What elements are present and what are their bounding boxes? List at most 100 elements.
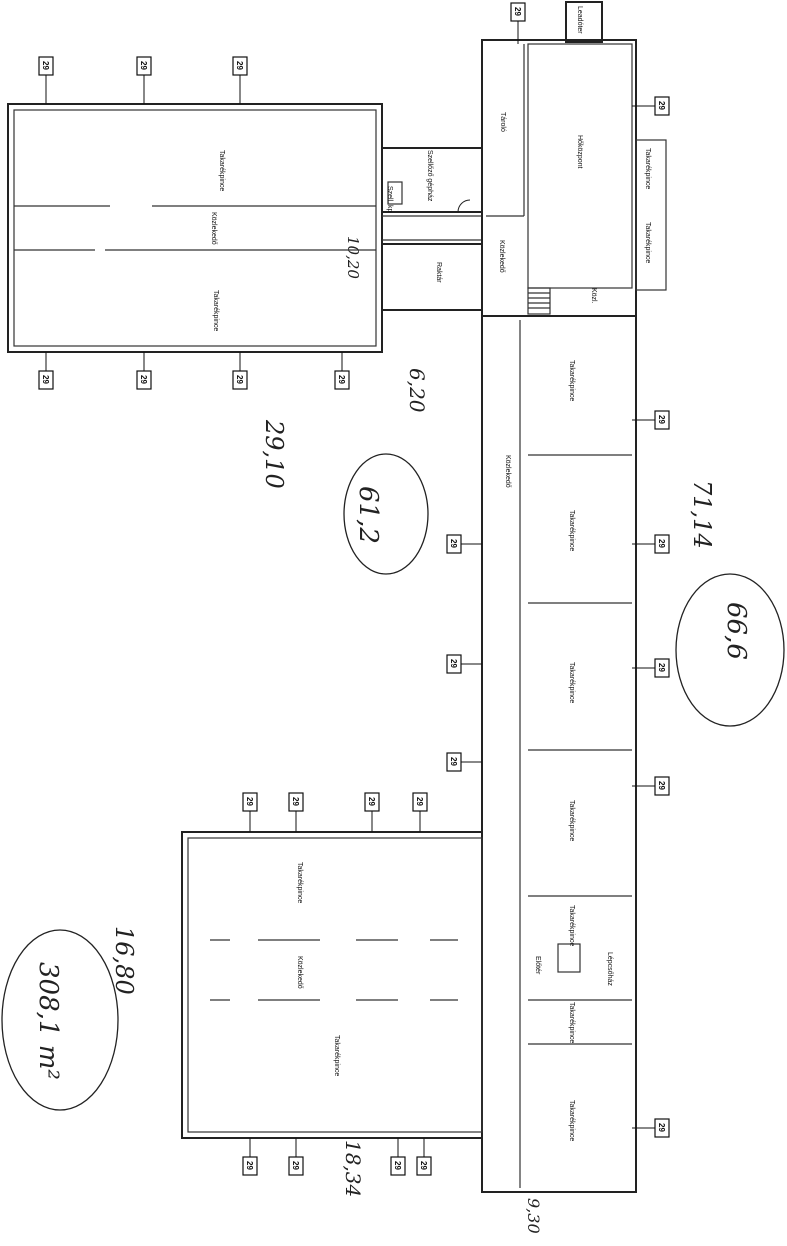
handwritten-note: 29,10 (260, 419, 288, 489)
room-label: Takarékpince (296, 862, 303, 903)
tag-box (510, 2, 526, 22)
tag-box (654, 534, 670, 554)
tag-box (654, 776, 670, 796)
handwritten-note: 66,6 (721, 602, 751, 660)
tag-number: 29 (419, 1161, 428, 1170)
tag-box (136, 370, 152, 390)
tag-number: 29 (291, 1161, 300, 1170)
tag-number: 29 (449, 757, 458, 766)
room-label: Takarékpince (568, 1002, 575, 1043)
room-label: Hőközpont (576, 135, 583, 169)
handwritten-note: 71,14 (688, 480, 716, 549)
handwritten-note: 61,2 (353, 486, 383, 544)
room-label: Közlekedő (498, 240, 505, 273)
circle-mark (1, 929, 119, 1111)
tag-number: 29 (449, 659, 458, 668)
handwritten-note: 18,34 (341, 1140, 365, 1197)
room-label: Leadóter (576, 6, 583, 34)
room-label: Takarékpince (568, 800, 575, 841)
tag-number: 29 (139, 375, 148, 384)
tag-box (412, 792, 428, 812)
room-label: Takarékpince (568, 360, 575, 401)
tag-box (654, 410, 670, 430)
room-label: Takarékpince (568, 905, 575, 946)
tag-box (334, 370, 350, 390)
tag-box (242, 792, 258, 812)
reference-tags: 29 29 29 29 29 29 29 29 29 29 29 29 29 29 29 29 29 29 29 29… (38, 2, 670, 1176)
tag-number: 29 (393, 1161, 402, 1170)
main-wing-outline (481, 315, 637, 1193)
room-label: Lépcsőház (606, 952, 613, 986)
tag-box (364, 792, 380, 812)
left-block: Takarékpince Közlekedő Takarékpince (7, 103, 383, 353)
tag-number: 29 (245, 797, 254, 806)
room-label: Szell. kp (386, 186, 393, 213)
top-section: Leadóter Tároló Hőközpont Közlekedő Közl… (481, 1, 667, 317)
circle-mark (343, 453, 429, 575)
room-label: Takarékpince (212, 290, 219, 331)
tag-number: 29 (657, 415, 666, 424)
top-section-outline (481, 39, 637, 317)
tag-box (232, 56, 248, 76)
stair (527, 287, 551, 315)
tag-number: 29 (657, 781, 666, 790)
tag-box (242, 1156, 258, 1176)
room-label: Előtér (534, 956, 541, 975)
tag-box (416, 1156, 432, 1176)
tag-number: 29 (657, 663, 666, 672)
tag-box (654, 658, 670, 678)
bottom-block-outline (181, 831, 483, 1139)
room-label: Takarékpince (644, 222, 651, 263)
circle-mark (675, 573, 785, 727)
tag-number: 29 (657, 101, 666, 110)
room-label: Takarékpince (568, 662, 575, 703)
room-label: Tároló (499, 112, 506, 132)
room-label: Takarékpince (568, 1100, 575, 1141)
tag-box (38, 56, 54, 76)
tag-number: 29 (449, 539, 458, 548)
room-label: Szellőző gépház (426, 150, 433, 202)
tag-box (654, 1118, 670, 1138)
room-label: Takarékpince (568, 510, 575, 551)
tag-box (446, 534, 462, 554)
tag-box (654, 96, 670, 116)
tag-number: 29 (657, 539, 666, 548)
tag-box (288, 1156, 304, 1176)
entrance-box (565, 1, 603, 43)
tag-number: 29 (337, 375, 346, 384)
tag-number: 29 (245, 1161, 254, 1170)
tag-number: 29 (657, 1123, 666, 1132)
tag-number: 29 (291, 797, 300, 806)
bottom-block: Takarékpince Közlekedő Takarékpince (181, 831, 483, 1139)
handwritten-note: 9,30 (524, 1198, 543, 1234)
handwritten-notes: 10,20 6,20 29,10 61,2 71,14 66,6 16,80 3… (1, 236, 785, 1234)
tag-box (232, 370, 248, 390)
left-block-inner (13, 109, 377, 347)
room-label: Takarékpince (218, 150, 225, 191)
tag-number: 29 (513, 7, 522, 16)
room-label: Közl. (590, 288, 597, 304)
handwritten-note: 16,80 (110, 926, 138, 995)
tag-number: 29 (41, 61, 50, 70)
tag-box (136, 56, 152, 76)
room-label: Közlekedő (504, 455, 511, 488)
tag-number: 29 (235, 61, 244, 70)
room-label: Raktár (435, 262, 442, 283)
handwritten-note: 10,20 (344, 236, 362, 279)
tag-number: 29 (415, 797, 424, 806)
tag-number: 29 (367, 797, 376, 806)
tag-box (446, 752, 462, 772)
stair-2 (557, 943, 581, 973)
main-wing: Közlekedő Takarékpince Takarékpince Taka… (481, 315, 637, 1193)
room-label: Takarékpince (644, 148, 651, 189)
tag-box (288, 792, 304, 812)
tag-number: 29 (235, 375, 244, 384)
room-label: Közlekedő (296, 956, 303, 989)
tag-box (38, 370, 54, 390)
handwritten-note: 308,1 m² (33, 962, 63, 1080)
tag-number: 29 (139, 61, 148, 70)
handwritten-note: 6,20 (405, 368, 429, 413)
tag-number: 29 (41, 375, 50, 384)
room-label: Közlekedő (210, 212, 217, 245)
